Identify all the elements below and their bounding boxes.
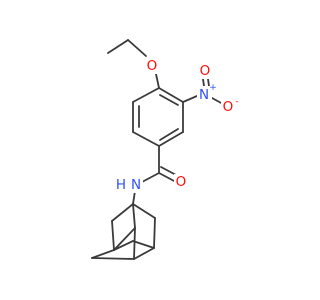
- adamantane-bond-2: [132, 203, 156, 219]
- amide-oxygen-label: O: [176, 174, 187, 190]
- chemical-structure-diagram: O N + O O - O N H: [91, 39, 239, 260]
- bond-nitro-n-o-top-b: [207, 78, 210, 87]
- ether-oxygen-label: O: [147, 58, 158, 74]
- bond-ring-nitro-n: [182, 95, 198, 103]
- benzene-ring: [132, 87, 184, 147]
- adamantane-bond-4: [111, 220, 115, 251]
- bond-carbonyl-c-n: [141, 172, 160, 183]
- ring-bond-c3-c4: [158, 131, 184, 147]
- nitro-oxygen-charge-label: -: [235, 97, 238, 107]
- ring-double-bond-c1-c2: [159, 94, 179, 106]
- bond-ethyl-ch3-ch2: [107, 39, 129, 54]
- nitro-nitrogen-charge-label: +: [209, 83, 217, 93]
- adamantane-bond-9: [91, 257, 135, 260]
- adamantane-bond-3: [132, 203, 136, 229]
- nitro-oxygen-top-label: O: [200, 63, 211, 79]
- adamantane-bond-10: [133, 247, 155, 260]
- bond-o-ring: [155, 73, 160, 89]
- atom-labels: O N + O O - O N H: [116, 58, 239, 193]
- adamantane-bond-12: [113, 240, 134, 251]
- ethoxy-group: [107, 39, 160, 89]
- adamantane-bond-11: [132, 240, 155, 249]
- ring-bond-c6-c1: [132, 87, 160, 103]
- amide-hydrogen-label: H: [116, 177, 126, 193]
- bond-ethyl-ch2-o: [127, 39, 147, 57]
- amide-nitrogen-label: N: [131, 177, 141, 193]
- ring-bond-c4-c5: [132, 131, 160, 147]
- adamantane-bond-5: [153, 217, 156, 249]
- amide-group: [132, 145, 179, 205]
- ring-bond-c1-c2: [158, 87, 184, 103]
- nitro-nitrogen-label: N: [199, 87, 209, 103]
- adamantane-bond-8: [91, 249, 115, 259]
- adamantane-bond-1: [111, 203, 134, 222]
- bond-carbonyl-double-a: [158, 172, 177, 183]
- adamantane-cage: [91, 203, 156, 260]
- nitro-oxygen-right-label: O: [223, 99, 234, 115]
- adamantane-bond-6: [113, 227, 136, 251]
- adamantane-bond-7: [133, 227, 136, 260]
- bond-nitro-n-o-top-a: [202, 78, 205, 87]
- bond-n-adamantyl-c: [132, 190, 136, 205]
- ring-double-bond-c3-c4: [159, 128, 179, 141]
